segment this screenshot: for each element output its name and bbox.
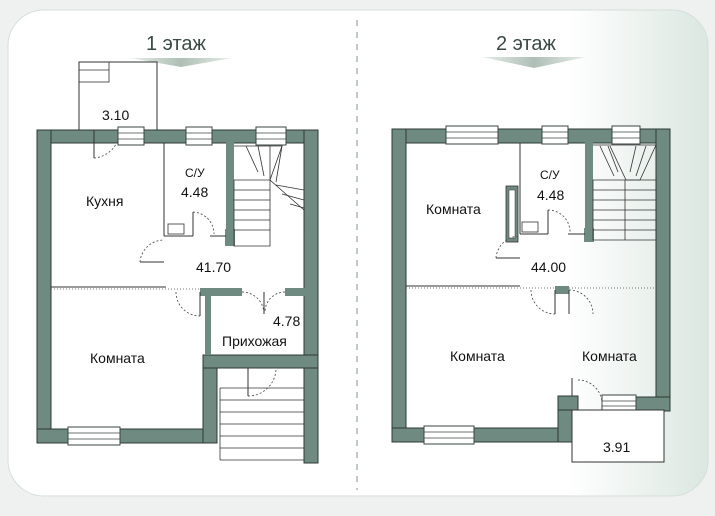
floor-2-room-bottom-right-label: Комната	[582, 348, 637, 364]
floor-2-bathroom-area-label: 4.48	[537, 187, 564, 203]
bathroom-label: С/У	[185, 166, 205, 180]
washbasin-icon	[521, 221, 539, 233]
floor-2-windows	[423, 125, 641, 445]
floor-2-room-bottom-left-label: Комната	[450, 348, 505, 364]
floor-2-plan: 2 этаж	[391, 33, 671, 463]
washbasin-icon	[167, 223, 185, 235]
floor-1-interior	[51, 143, 226, 290]
window-icon	[255, 126, 287, 146]
floor-2-title: 2 этаж	[496, 33, 557, 55]
floor-2-interior	[406, 143, 656, 396]
hall-area-label: 41.70	[196, 259, 231, 275]
floor-1-windows	[67, 126, 287, 446]
floor-2-bathroom-label: С/У	[540, 168, 560, 182]
window-icon	[541, 125, 569, 145]
floor-2-doors	[495, 209, 603, 405]
balcony-area-label: 3.10	[102, 107, 129, 123]
floor-1-plan: 1 этаж 3.10	[36, 33, 319, 464]
floor-1-balcony: 3.10	[78, 61, 158, 133]
floor-1-walls	[36, 129, 319, 464]
window-icon	[445, 125, 499, 145]
floor-1-doors	[93, 130, 286, 397]
window-icon	[611, 125, 641, 145]
entry-label: Прихожая	[222, 333, 287, 349]
window-icon	[185, 126, 213, 146]
floor-2-room-left-label: Комната	[426, 201, 481, 217]
floor-2-arrow-icon	[482, 57, 586, 68]
floor-2-stairs	[592, 144, 657, 241]
room-label: Комната	[90, 350, 145, 366]
floor-1-stairs	[219, 145, 305, 461]
floor-1-title: 1 этаж	[146, 33, 207, 55]
kitchen-label: Кухня	[86, 193, 123, 209]
floor-2-balcony-area-label: 3.91	[603, 439, 630, 455]
floor-1-arrow-icon	[130, 58, 232, 67]
window-icon	[423, 425, 475, 445]
bathroom-area-label: 4.48	[181, 184, 208, 200]
window-icon	[117, 126, 145, 146]
floor-2-hall-area-label: 44.00	[531, 259, 566, 275]
window-icon	[601, 394, 637, 412]
window-icon	[67, 426, 121, 446]
entry-area-label: 4.78	[273, 313, 300, 329]
floor-2-balcony: 3.91	[571, 409, 665, 463]
floor-2-walls	[391, 128, 671, 443]
